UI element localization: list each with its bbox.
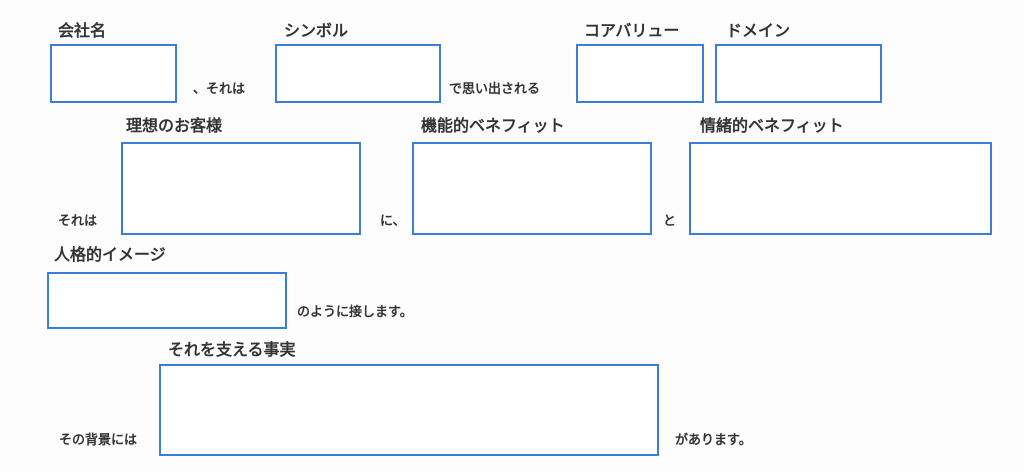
functional-benefit-label: 機能的ベネフィット <box>421 116 565 135</box>
core-value-label: コアバリュー <box>584 21 680 40</box>
connector-to: と <box>663 214 677 229</box>
connector-sorewa: 、それは <box>193 82 246 97</box>
domain-label: ドメイン <box>726 21 791 40</box>
connector-ni: に、 <box>380 214 406 229</box>
supporting-facts-label: それを支える事実 <box>168 340 296 359</box>
company-name-field[interactable] <box>50 44 177 103</box>
emotional-benefit-field[interactable] <box>689 142 992 235</box>
connector-haikei: その背景には <box>59 433 138 448</box>
persona-image-field[interactable] <box>47 272 287 329</box>
ideal-customer-label: 理想のお客様 <box>126 116 223 135</box>
persona-image-label: 人格的イメージ <box>54 245 166 264</box>
symbol-label: シンボル <box>284 21 349 40</box>
ideal-customer-field[interactable] <box>121 142 361 235</box>
connector-sessuru: のように接します。 <box>297 305 413 320</box>
supporting-facts-field[interactable] <box>159 364 659 456</box>
connector-arimasu: があります。 <box>675 433 752 448</box>
connector-omoidasareru: で思い出される <box>449 82 541 97</box>
emotional-benefit-label: 情緒的ベネフィット <box>700 116 844 135</box>
symbol-field[interactable] <box>275 44 441 103</box>
connector-sorewa-2: それは <box>58 214 98 229</box>
company-name-label: 会社名 <box>58 21 107 40</box>
core-value-field[interactable] <box>576 44 704 103</box>
domain-field[interactable] <box>715 44 882 103</box>
functional-benefit-field[interactable] <box>412 142 652 235</box>
